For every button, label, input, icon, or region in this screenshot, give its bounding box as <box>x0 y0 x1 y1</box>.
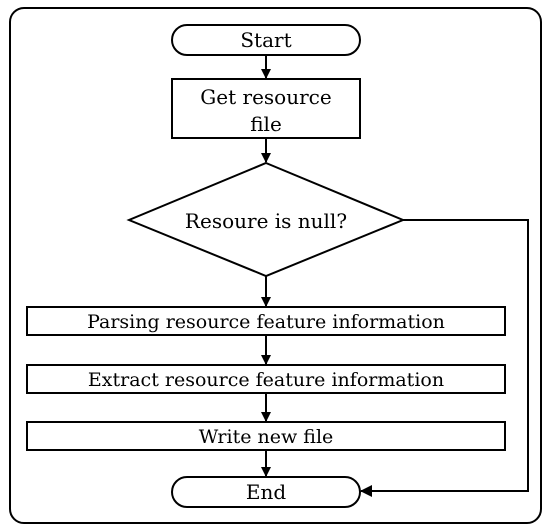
parsing-label: Parsing resource feature information <box>87 311 445 333</box>
get-resource-label-line1: Get resource <box>200 85 331 109</box>
get-resource-label-line2: file <box>250 112 282 136</box>
parsing-box <box>26 306 506 336</box>
outer-frame <box>9 7 542 524</box>
decision-label: Resoure is null? <box>185 209 347 233</box>
get-resource-box <box>171 78 361 139</box>
connector-decision-to-end <box>360 219 529 497</box>
start-label: Start <box>240 28 291 52</box>
write-label: Write new file <box>199 426 334 448</box>
write-box <box>26 421 506 451</box>
end-label: End <box>246 480 286 504</box>
extract-label: Extract resource feature information <box>88 369 444 391</box>
